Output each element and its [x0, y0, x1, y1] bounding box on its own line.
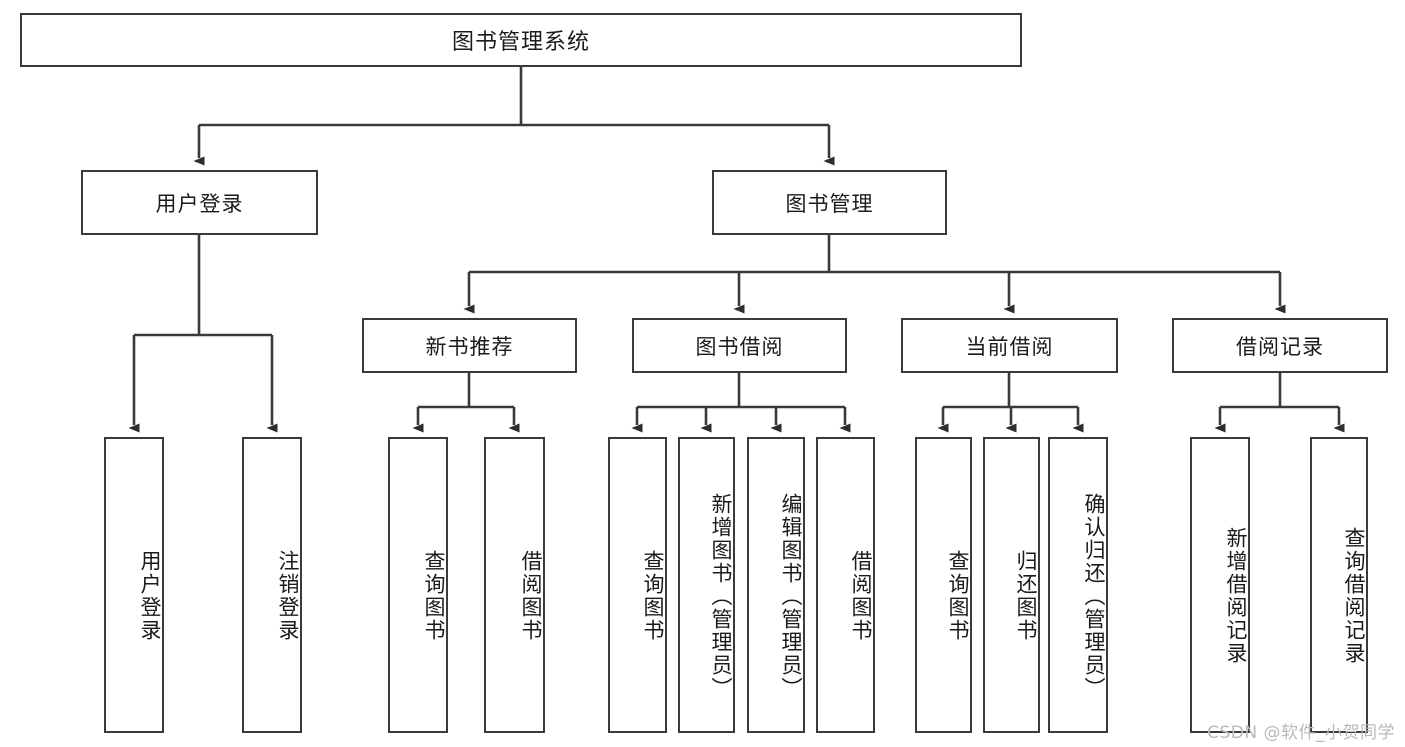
node-user-login[interactable]: 用户登录	[81, 170, 318, 235]
leaf-query-books-borrow[interactable]: 查询图书	[608, 437, 667, 733]
leaf-confirm-return-admin[interactable]: 确认归还（管理员）	[1048, 437, 1108, 733]
leaf-user-logout[interactable]: 注销登录	[242, 437, 302, 733]
node-current-borrow[interactable]: 当前借阅	[901, 318, 1118, 373]
node-label: 编辑图书（管理员）	[779, 492, 803, 700]
node-label: 借阅图书	[849, 550, 873, 642]
leaf-borrow-books-recommend[interactable]: 借阅图书	[484, 437, 545, 733]
node-borrow-record[interactable]: 借阅记录	[1172, 318, 1388, 373]
node-label: 用户登录	[155, 191, 244, 216]
leaf-edit-book-admin[interactable]: 编辑图书（管理员）	[747, 437, 805, 733]
node-label: 查询借阅记录	[1342, 527, 1366, 665]
node-label: 新增图书（管理员）	[709, 492, 733, 700]
leaf-user-login[interactable]: 用户登录	[104, 437, 164, 733]
leaf-add-borrow-record[interactable]: 新增借阅记录	[1190, 437, 1250, 733]
watermark-text: CSDN @软件_小贺同学	[1207, 723, 1395, 743]
node-label: 查询图书	[946, 550, 970, 642]
leaf-return-books[interactable]: 归还图书	[983, 437, 1040, 733]
node-book-management[interactable]: 图书管理	[712, 170, 947, 235]
node-new-book-recommend[interactable]: 新书推荐	[362, 318, 577, 373]
leaf-query-borrow-record[interactable]: 查询借阅记录	[1310, 437, 1368, 733]
node-label: 确认归还（管理员）	[1082, 492, 1106, 700]
node-label: 借阅图书	[519, 550, 543, 642]
node-label: 图书管理	[785, 191, 874, 216]
node-root-system[interactable]: 图书管理系统	[20, 13, 1022, 67]
node-label: 新增借阅记录	[1224, 527, 1248, 665]
node-label: 查询图书	[422, 550, 446, 642]
node-label: 归还图书	[1014, 550, 1038, 642]
leaf-query-books-recommend[interactable]: 查询图书	[388, 437, 448, 733]
node-label: 查询图书	[641, 550, 665, 642]
node-label: 图书管理系统	[451, 30, 590, 55]
node-label: 用户登录	[138, 550, 162, 642]
node-label: 新书推荐	[425, 334, 514, 359]
leaf-add-book-admin[interactable]: 新增图书（管理员）	[678, 437, 735, 733]
node-label: 注销登录	[276, 550, 300, 642]
leaf-query-books-current[interactable]: 查询图书	[915, 437, 972, 733]
leaf-borrow-books[interactable]: 借阅图书	[816, 437, 875, 733]
node-book-borrow[interactable]: 图书借阅	[632, 318, 847, 373]
node-label: 图书借阅	[695, 334, 784, 359]
node-label: 借阅记录	[1236, 334, 1324, 359]
node-label: 当前借阅	[965, 334, 1054, 359]
